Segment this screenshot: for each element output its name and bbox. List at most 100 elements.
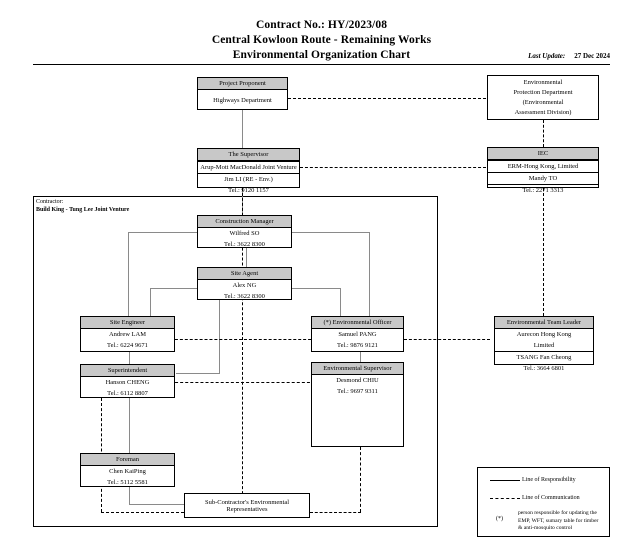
epd-body: Environmental Protection Department (Env… bbox=[488, 76, 598, 119]
box-environmental-supervisor[interactable]: Environmental Supervisor Desmond CHIU Te… bbox=[311, 362, 404, 447]
site-engineer-tel: Tel.: 6224 9671 bbox=[107, 342, 148, 349]
box-site-agent[interactable]: Site Agent Alex NG Tel.: 3622 8300 bbox=[197, 267, 292, 300]
site-engineer-header: Site Engineer bbox=[81, 317, 174, 329]
line-proponent-to-epd bbox=[288, 98, 486, 99]
environmental-officer-person: Samuel PANG bbox=[338, 331, 377, 338]
epd-line-4: Assessment Division) bbox=[514, 108, 572, 116]
supervisor-person: Jim LI (RE - Env.) bbox=[198, 173, 299, 185]
last-update-label: Last Update: bbox=[528, 52, 566, 60]
contractor-label: Contractor: Build King - Tung Lee Joint … bbox=[36, 198, 129, 214]
box-superintendent[interactable]: Superintendent Hanson CHENG Tel.: 6112 8… bbox=[80, 364, 175, 398]
box-site-engineer[interactable]: Site Engineer Andrew LAM Tel.: 6224 9671 bbox=[80, 316, 175, 352]
iec-tel: Tel.: 2271 3313 bbox=[488, 184, 598, 196]
contractor-name: Build King - Tung Lee Joint Venture bbox=[36, 207, 130, 213]
line-supervisor-to-iec bbox=[300, 167, 486, 168]
site-agent-header: Site Agent bbox=[198, 268, 291, 280]
box-supervisor[interactable]: The Supervisor Arup-Mott MacDonald Joint… bbox=[197, 148, 300, 194]
line-superintendent-dashed-to-sub bbox=[101, 512, 184, 513]
page-title: Contract No.: HY/2023/08 Central Kowloon… bbox=[0, 18, 643, 63]
environmental-supervisor-person: Desmond CHIU bbox=[336, 377, 379, 384]
line-iec-to-etl bbox=[543, 188, 544, 316]
iec-org: ERM-Hong Kong, Limited bbox=[488, 160, 598, 172]
project-proponent-header: Project Proponent bbox=[198, 78, 287, 90]
foreman-header: Foreman bbox=[81, 454, 174, 466]
environmental-team-leader-header: Environmental Team Leader bbox=[495, 317, 593, 329]
line-site-agent-center-to-superintendent bbox=[176, 373, 220, 374]
line-superintendent-to-es bbox=[170, 382, 315, 383]
line-site-engineer-to-eo bbox=[170, 339, 316, 340]
supervisor-org: Arup-Mott MacDonald Joint Venture bbox=[198, 161, 299, 173]
supervisor-header: The Supervisor bbox=[198, 149, 299, 161]
box-environmental-team-leader[interactable]: Environmental Team Leader Aurecon Hong K… bbox=[494, 316, 594, 372]
legend-communication-label: Line of Communication bbox=[522, 495, 580, 501]
environmental-supervisor-tel: Tel.: 9697 9311 bbox=[337, 388, 378, 395]
environmental-supervisor-header: Environmental Supervisor bbox=[312, 363, 403, 375]
site-agent-person: Alex NG bbox=[232, 282, 257, 289]
legend-note-line-2: EMP, WFT, sumary table for timber bbox=[518, 517, 599, 524]
superintendent-header: Superintendent bbox=[81, 365, 174, 377]
line-site-agent-center-drop bbox=[219, 288, 220, 373]
title-line-contract: Contract No.: HY/2023/08 bbox=[255, 19, 388, 31]
line-eo-to-etl bbox=[404, 339, 490, 340]
box-iec[interactable]: IEC ERM-Hong Kong, Limited Mandy TO Tel.… bbox=[487, 147, 599, 194]
contractor-label-text: Contractor: bbox=[36, 199, 64, 205]
legend-note-line-3: & anti-mosquito control bbox=[518, 525, 573, 531]
legend-asterisk-marker: (*) bbox=[496, 516, 503, 522]
line-eo-to-es bbox=[360, 352, 361, 363]
foreman-tel: Tel.: 5112 5581 bbox=[107, 479, 148, 486]
line-site-agent-left-drop bbox=[150, 288, 151, 316]
epd-line-1: Environmental bbox=[523, 78, 563, 86]
site-agent-tel: Tel.: 3622 8300 bbox=[224, 293, 265, 300]
last-update-value: 27 Dec 2024 bbox=[574, 52, 610, 60]
box-foreman[interactable]: Foreman Chen KaiPing Tel.: 5112 5581 bbox=[80, 453, 175, 487]
environmental-officer-tel: Tel.: 9876 9121 bbox=[337, 342, 378, 349]
foreman-person: Chen KaiPing bbox=[109, 468, 146, 475]
environmental-team-leader-org-1: Aurecon Hong Kong bbox=[516, 331, 572, 338]
box-construction-manager[interactable]: Construction Manager Wilfred SO Tel.: 36… bbox=[197, 215, 292, 248]
line-foreman-drop bbox=[129, 487, 130, 504]
legend-asterisk-note: person responsible for updating the EMP,… bbox=[518, 510, 606, 533]
line-foreman-to-subcontractor bbox=[129, 504, 184, 505]
line-epd-to-iec bbox=[543, 120, 544, 147]
line-site-agent-right-drop bbox=[340, 288, 341, 316]
title-line-project: Central Kowloon Route - Remaining Works bbox=[211, 34, 432, 46]
line-es-dashed-to-sub bbox=[310, 512, 361, 513]
epd-line-2: Protection Department bbox=[513, 88, 573, 96]
line-es-dashed-drop bbox=[360, 447, 361, 512]
supervisor-tel: Tel.: 9120 1157 bbox=[228, 187, 269, 194]
line-cm-bus-left-drop bbox=[128, 232, 129, 316]
box-subcontractor-representatives[interactable]: Sub-Contractor's Environmental Represent… bbox=[184, 493, 310, 518]
epd-line-3: (Environmental bbox=[522, 98, 564, 106]
superintendent-person: Hanson CHENG bbox=[105, 379, 150, 386]
iec-header: IEC bbox=[488, 148, 598, 160]
header-divider bbox=[33, 64, 610, 65]
legend-solid-sample bbox=[490, 480, 520, 481]
line-site-engineer-to-superintendent bbox=[129, 352, 130, 364]
line-superintendent-to-foreman bbox=[129, 398, 130, 453]
environmental-team-leader-org-2: Limited bbox=[533, 342, 555, 349]
construction-manager-tel: Tel.: 3622 8300 bbox=[224, 241, 265, 248]
line-proponent-to-supervisor bbox=[242, 110, 243, 148]
box-epd[interactable]: Environmental Protection Department (Env… bbox=[487, 75, 599, 120]
title-line-chart: Environmental Organization Chart bbox=[232, 49, 411, 61]
site-engineer-person: Andrew LAM bbox=[108, 331, 146, 338]
superintendent-tel: Tel.: 6112 8807 bbox=[107, 390, 148, 397]
last-update: Last Update: 27 Dec 2024 bbox=[528, 52, 610, 60]
legend-responsibility-label: Line of Responsibility bbox=[522, 477, 576, 483]
contractor-frame bbox=[33, 196, 438, 527]
environmental-team-leader-person: TSANG Fan Cheong bbox=[495, 351, 593, 363]
legend-note-line-1: person responsible for updating the bbox=[518, 510, 597, 516]
environmental-team-leader-tel: Tel.: 3664 6801 bbox=[523, 365, 565, 372]
line-supervisor-spine bbox=[242, 188, 243, 504]
line-cm-bus-right-drop bbox=[369, 232, 370, 316]
subcontractor-body: Sub-Contractor's Environmental Represent… bbox=[204, 498, 290, 513]
box-environmental-officer[interactable]: (*) Environmental Officer Samuel PANG Te… bbox=[311, 316, 404, 352]
box-project-proponent[interactable]: Project Proponent Highways Department bbox=[197, 77, 288, 110]
legend-box: Line of Responsibility Line of Communica… bbox=[477, 467, 610, 537]
construction-manager-person: Wilfred SO bbox=[229, 230, 260, 237]
legend-dashed-sample bbox=[490, 498, 520, 499]
project-proponent-body: Highways Department bbox=[213, 97, 272, 104]
line-cm-to-site-agent bbox=[246, 248, 247, 267]
iec-person: Mandy TO bbox=[488, 172, 598, 184]
